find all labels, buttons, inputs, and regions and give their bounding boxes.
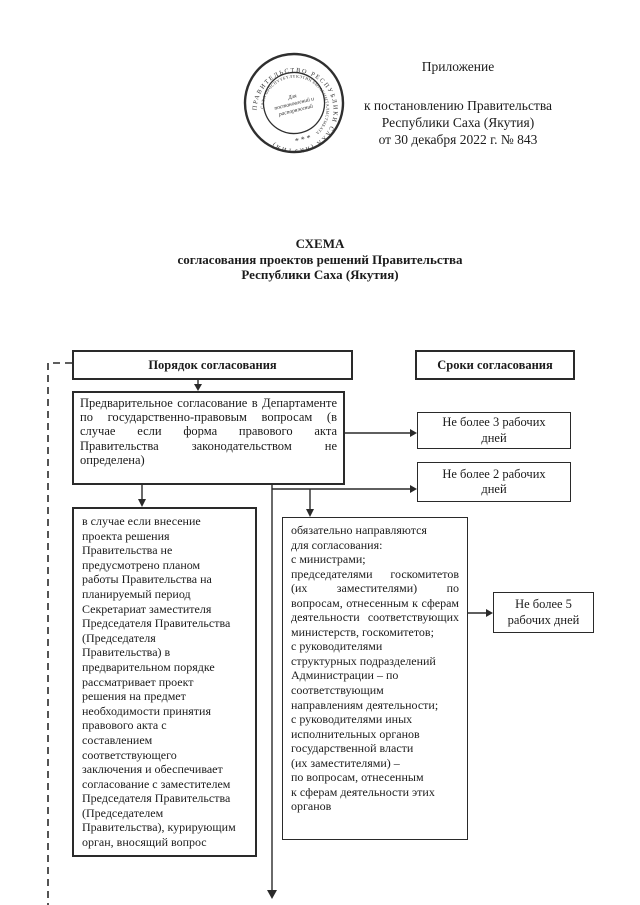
appendix-reference: Приложение к постановлению Правительства…	[338, 58, 578, 148]
official-seal: ПРАВИТЕЛЬСТВО РЕСПУБЛИКИ САХА (ЯКУТИЯ) С…	[241, 50, 348, 163]
seal-center-line1: Для	[287, 93, 298, 101]
flow-box-unplanned-case: в случае если внесение проекта решения П…	[72, 507, 257, 857]
column-header-terms-label: Сроки согласования	[437, 357, 553, 372]
title-line-schema: СХЕМА	[295, 236, 345, 251]
title-line-republic: Республики Саха (Якутия)	[241, 267, 399, 282]
seal-inner-circle	[262, 71, 326, 135]
document-title: СХЕМА согласования проектов решений Прав…	[0, 236, 640, 283]
column-header-procedure-label: Порядок согласования	[148, 357, 277, 372]
flow-box-preliminary-approval: Предварительное согласование в Департаме…	[72, 391, 345, 485]
column-header-procedure: Порядок согласования	[72, 350, 353, 380]
term-box-3-days: Не более 3 рабочих дней	[417, 412, 571, 449]
term-box-5-days: Не более 5 рабочих дней	[493, 592, 594, 633]
appendix-label: Приложение	[421, 59, 495, 74]
flow-box-mandatory-approval: обязательно направляются для согласовани…	[282, 517, 468, 840]
term-box-2-days: Не более 2 рабочих дней	[417, 462, 571, 502]
seal-stamp-icon: ПРАВИТЕЛЬСТВО РЕСПУБЛИКИ САХА (ЯКУТИЯ) С…	[243, 52, 348, 163]
appendix-resolution-line: к постановлению Правительства	[363, 98, 553, 113]
seal-outer-circle	[243, 52, 345, 154]
appendix-republic-line: Республики Саха (Якутия)	[381, 115, 535, 130]
appendix-date-number-line: от 30 декабря 2022 г. № 843	[378, 132, 538, 147]
column-header-terms: Сроки согласования	[415, 350, 575, 380]
seal-stars: * * *	[294, 133, 312, 146]
title-line-subject: согласования проектов решений Правительс…	[177, 251, 463, 267]
dashed-continuation-line	[47, 362, 72, 905]
